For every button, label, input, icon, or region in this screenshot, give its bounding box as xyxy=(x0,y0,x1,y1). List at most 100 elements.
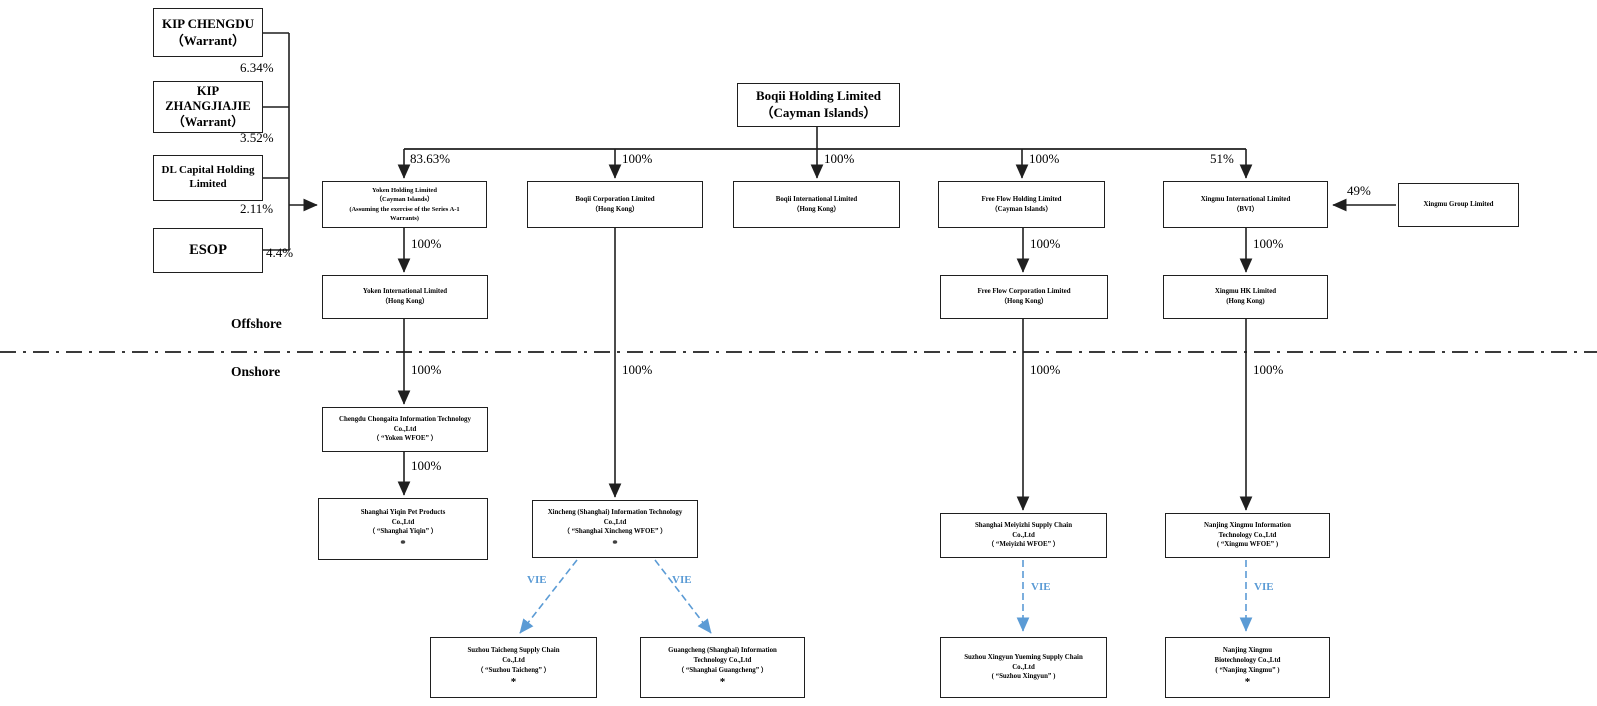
node-line: DL Capital Holding xyxy=(161,164,255,177)
pct-xingmu-international: 51% xyxy=(1210,151,1234,166)
node-line: ZHANGJIAJIE xyxy=(165,99,251,114)
pct-esop: 4.4% xyxy=(266,245,294,260)
pct-dl-capital: 2.11% xyxy=(240,201,274,216)
node-xincheng-wfoe: Xincheng (Shanghai) Information Technolo… xyxy=(532,500,698,558)
node-line: （Cayman Islands） xyxy=(375,196,434,204)
node-line: （Hong Kong） xyxy=(792,205,841,213)
node-line: （Hong Kong） xyxy=(381,298,429,305)
pct-shanghai-yiqin: 100% xyxy=(411,458,442,473)
node-dl-capital: DL Capital Holding Limited xyxy=(153,155,263,201)
pct-meiyizhi-wfoe: 100% xyxy=(1030,362,1061,377)
node-line: Co.,Ltd xyxy=(502,657,525,665)
pct-yoken-international: 100% xyxy=(411,236,442,251)
node-line: （Hong Kong） xyxy=(591,205,639,213)
pct-free-flow-corporation: 100% xyxy=(1030,236,1061,251)
node-line: （ “Yoken WFOE” ） xyxy=(372,435,438,443)
node-yoken-international: Yoken International Limited （Hong Kong） xyxy=(322,275,488,319)
vie-asterisk: * xyxy=(510,676,517,689)
node-line: Co.,Ltd xyxy=(1012,531,1035,539)
node-line: KIP CHENGDU xyxy=(161,15,255,31)
node-xingmu-international: Xingmu International Limited （BVI） xyxy=(1163,181,1328,228)
node-line: （Warrant） xyxy=(172,114,244,129)
node-line: Shanghai Yiqin Pet Products xyxy=(360,508,446,516)
node-yoken-wfoe: Chengdu Chongaita Information Technology… xyxy=(322,407,488,452)
node-line: （ “Shanghai Yiqin” ） xyxy=(368,528,438,536)
node-line: Limited xyxy=(189,178,227,190)
pct-kip-zhangjiajie: 3.52% xyxy=(240,130,274,145)
node-line: Xingmu Group Limited xyxy=(1423,201,1494,209)
node-line: Xingmu HK Limited xyxy=(1214,288,1277,296)
node-line: Guangcheng (Shanghai) Information xyxy=(668,647,777,655)
node-line: （Cayman Islands） xyxy=(760,105,877,120)
node-boqii-corporation: Boqii Corporation Limited （Hong Kong） xyxy=(527,181,703,228)
node-meiyizhi-wfoe: Shanghai Meiyizhi Supply Chain Co.,Ltd （… xyxy=(940,513,1107,558)
pct-yoken-holding: 83.63% xyxy=(410,151,451,166)
node-line: （Cayman Islands） xyxy=(990,205,1053,213)
node-boqii-holding: Boqii Holding Limited （Cayman Islands） xyxy=(737,83,900,127)
node-line: Shanghai Meiyizhi Supply Chain xyxy=(974,522,1073,530)
node-xingmu-hk: Xingmu HK Limited (Hong Kong) xyxy=(1163,275,1328,319)
node-boqii-international: Boqii International Limited （Hong Kong） xyxy=(733,181,900,228)
node-line: （Hong Kong） xyxy=(1000,298,1048,305)
pct-boqii-international: 100% xyxy=(824,151,855,166)
node-guangcheng: Guangcheng (Shanghai) Information Techno… xyxy=(640,637,805,698)
node-suzhou-xingyun: Suzhou Xingyun Yueming Supply Chain Co.,… xyxy=(940,637,1107,698)
node-shanghai-yiqin: Shanghai Yiqin Pet Products Co.,Ltd （ “S… xyxy=(318,498,488,560)
node-line: Free Flow Holding Limited xyxy=(981,195,1062,203)
node-line: (Assuming the exercise of the Series A-1 xyxy=(349,205,460,213)
node-xingmu-wfoe: Nanjing Xingmu Information Technology Co… xyxy=(1165,513,1330,558)
vie-edge-xincheng-to-taicheng xyxy=(519,559,578,634)
pct-xingmu-group: 49% xyxy=(1347,183,1371,198)
node-line: Xincheng (Shanghai) Information Technolo… xyxy=(547,508,683,516)
node-line: Nanjing Xingmu Information xyxy=(1204,522,1291,530)
node-line: ESOP xyxy=(189,242,227,258)
node-line: Yoken Holding Limited xyxy=(371,187,437,195)
vie-label-guangcheng: VIE xyxy=(672,574,692,586)
node-line: Co.,Ltd xyxy=(391,518,415,526)
node-nanjing-xingmu-bio: Nanjing Xingmu Biotechnology Co.,Ltd ( “… xyxy=(1165,637,1330,698)
pct-kip-chengdu: 6.34% xyxy=(240,60,274,75)
vie-asterisk: * xyxy=(612,537,618,550)
node-line: Boqii International Limited xyxy=(775,195,858,203)
node-line: Co.,Ltd xyxy=(1012,663,1035,671)
vie-label-taicheng: VIE xyxy=(527,574,547,586)
node-line: （ “Suzhou Taicheng” ） xyxy=(476,666,551,674)
node-line: （ “Shanghai Guangcheng” ） xyxy=(677,666,768,674)
node-xingmu-group: Xingmu Group Limited xyxy=(1398,183,1519,227)
node-yoken-holding: Yoken Holding Limited （Cayman Islands） (… xyxy=(322,181,487,228)
node-line: Biotechnology Co.,Ltd xyxy=(1214,657,1281,665)
node-line: （BVI） xyxy=(1232,205,1259,213)
node-line: Co.,Ltd xyxy=(393,425,417,433)
node-line: Co.,Ltd xyxy=(603,518,627,526)
node-kip-chengdu: KIP CHENGDU （Warrant） xyxy=(153,8,263,57)
pct-boqii-corporation: 100% xyxy=(622,151,653,166)
node-line: （ “Meiyizhi WFOE” ） xyxy=(987,541,1060,549)
node-line: （ “Shanghai Xincheng WFOE” ） xyxy=(562,528,668,536)
node-line: Boqii Corporation Limited xyxy=(575,195,655,203)
vie-label-nanjing: VIE xyxy=(1254,581,1274,593)
node-suzhou-taicheng: Suzhou Taicheng Supply Chain Co.,Ltd （ “… xyxy=(430,637,597,698)
node-line: Xingmu International Limited xyxy=(1200,195,1291,203)
node-line: Suzhou Taicheng Supply Chain xyxy=(467,647,560,655)
node-free-flow-corporation: Free Flow Corporation Limited （Hong Kong… xyxy=(940,275,1108,319)
node-line: Chengdu Chongaita Information Technology xyxy=(339,416,471,424)
vie-edge-xincheng-to-guangcheng xyxy=(654,559,712,634)
node-line: Yoken International Limited xyxy=(362,288,448,296)
vie-asterisk: * xyxy=(400,537,406,550)
node-esop: ESOP xyxy=(153,228,263,273)
pct-xingmu-wfoe: 100% xyxy=(1253,362,1284,377)
pct-xingmu-hk: 100% xyxy=(1253,236,1284,251)
pct-xincheng-wfoe: 100% xyxy=(622,362,653,377)
node-line: Free Flow Corporation Limited xyxy=(977,288,1071,296)
vie-label-xingyun: VIE xyxy=(1031,581,1051,593)
node-line: Suzhou Xingyun Yueming Supply Chain xyxy=(964,654,1083,662)
vie-asterisk: * xyxy=(719,676,726,689)
node-line: ( “Nanjing Xingmu” ) xyxy=(1215,666,1280,674)
pct-yoken-wfoe: 100% xyxy=(411,362,442,377)
node-line: Nanjing Xingmu xyxy=(1222,647,1273,655)
region-label-offshore: Offshore xyxy=(231,316,282,331)
node-line: （Warrant） xyxy=(170,32,246,48)
node-line: (Hong Kong) xyxy=(1226,298,1265,305)
